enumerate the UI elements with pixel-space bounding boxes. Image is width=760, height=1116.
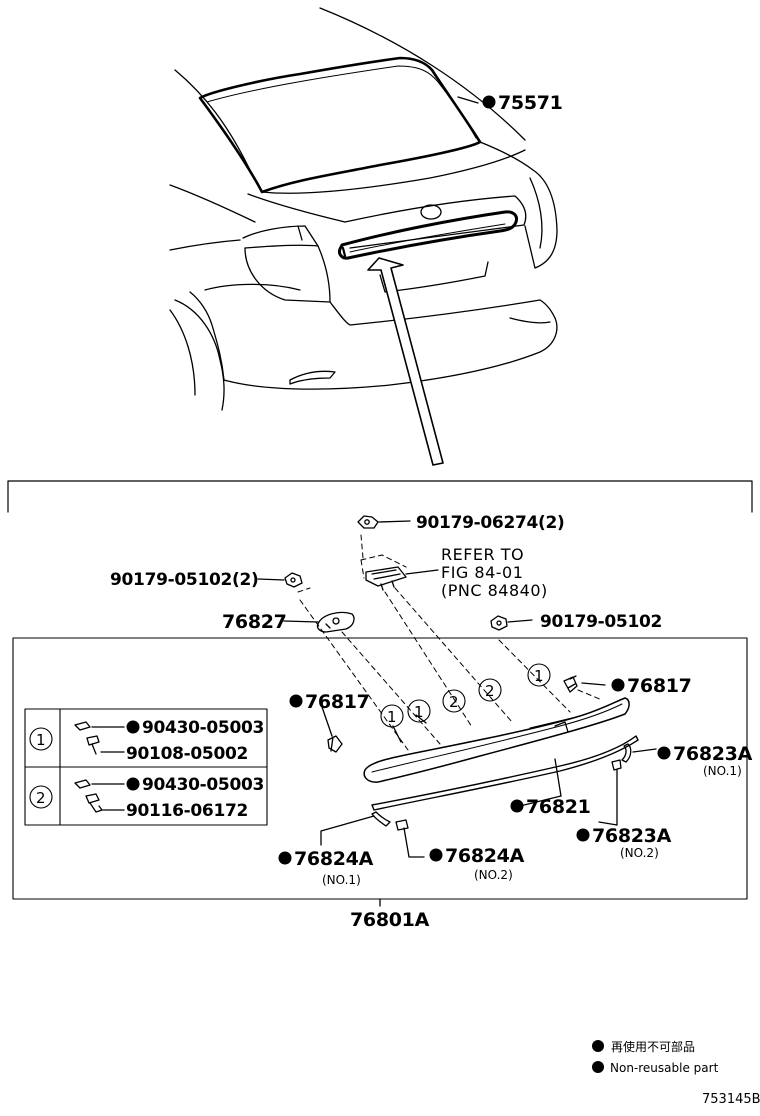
label-90179-05102-2: 90179-05102(2) <box>110 570 259 590</box>
table-row1-part-b: 90108-05002 <box>126 744 248 764</box>
fastener-row1-icons <box>74 721 125 755</box>
assembly-pointer-arrow <box>367 257 444 466</box>
leader-75571 <box>457 96 479 104</box>
part-76817-right-clip <box>563 675 578 693</box>
table-row2-part-a: 90430-05003 <box>142 775 264 795</box>
label-76823A-no1-sub: (NO.1) <box>703 764 742 778</box>
part-76817-left-clip <box>327 735 343 753</box>
assembly-guide-lines <box>297 534 603 751</box>
part-84840-lamp <box>365 566 407 591</box>
label-76821: 76821 <box>526 796 591 818</box>
part-76823A-no1 <box>621 743 632 763</box>
label-75571: 75571 <box>498 92 563 114</box>
label-refer-line1: REFER TO <box>441 545 524 564</box>
label-76823A-no2-sub: (NO.2) <box>620 846 659 860</box>
part-76827-bracket <box>316 611 355 633</box>
table-index-1: 1 <box>36 731 46 749</box>
part-90179-05102-right-nut <box>490 615 508 631</box>
label-76817-left: 76817 <box>305 691 370 713</box>
part-license-garnish <box>363 697 630 783</box>
label-76824A-no1-sub: (NO.1) <box>322 873 361 887</box>
car-rear-illustration <box>169 7 558 411</box>
label-76817-right: 76817 <box>627 675 692 697</box>
part-76824A-no2 <box>395 819 409 831</box>
part-76823A-no2 <box>611 759 622 771</box>
label-90179-05102: 90179-05102 <box>540 612 662 632</box>
label-76801A: 76801A <box>350 909 430 931</box>
label-90179-06274: 90179-06274(2) <box>416 513 565 533</box>
label-76823A-no2: 76823A <box>592 825 672 847</box>
marker-1c: 1 <box>534 667 544 685</box>
figure-id: 753145B <box>702 1092 760 1107</box>
label-76824A-no1: 76824A <box>294 848 374 870</box>
marker-2a: 2 <box>449 693 459 711</box>
marker-1a: 1 <box>387 708 397 726</box>
label-76824A-no2-sub: (NO.2) <box>474 868 513 882</box>
table-row2-part-b: 90116-06172 <box>126 801 248 821</box>
marker-1b: 1 <box>414 703 424 721</box>
legend-en-text: Non-reusable part <box>610 1061 719 1075</box>
label-refer-line2: FIG 84-01 <box>441 563 523 582</box>
part-90179-05102-left-nut <box>284 572 303 588</box>
part-76824A-no1 <box>371 811 391 827</box>
table-row1-part-a: 90430-05003 <box>142 718 264 738</box>
non-reusable-dots <box>126 95 671 1073</box>
legend-jp-text: 再使用不可部品 <box>611 1039 695 1054</box>
fastener-table-frame <box>24 708 268 826</box>
marker-2b: 2 <box>485 682 495 700</box>
assembly-markers <box>380 663 551 728</box>
label-76823A-no1: 76823A <box>673 743 753 765</box>
label-refer-line3: (PNC 84840) <box>441 581 548 600</box>
table-index-2: 2 <box>36 789 46 807</box>
part-76821-moulding <box>371 735 639 811</box>
label-76827: 76827 <box>222 611 287 633</box>
fastener-row2-icons <box>74 779 125 813</box>
label-76824A-no2: 76824A <box>445 845 525 867</box>
detail-bracket <box>7 480 753 513</box>
part-90179-06274-nut <box>357 515 379 529</box>
